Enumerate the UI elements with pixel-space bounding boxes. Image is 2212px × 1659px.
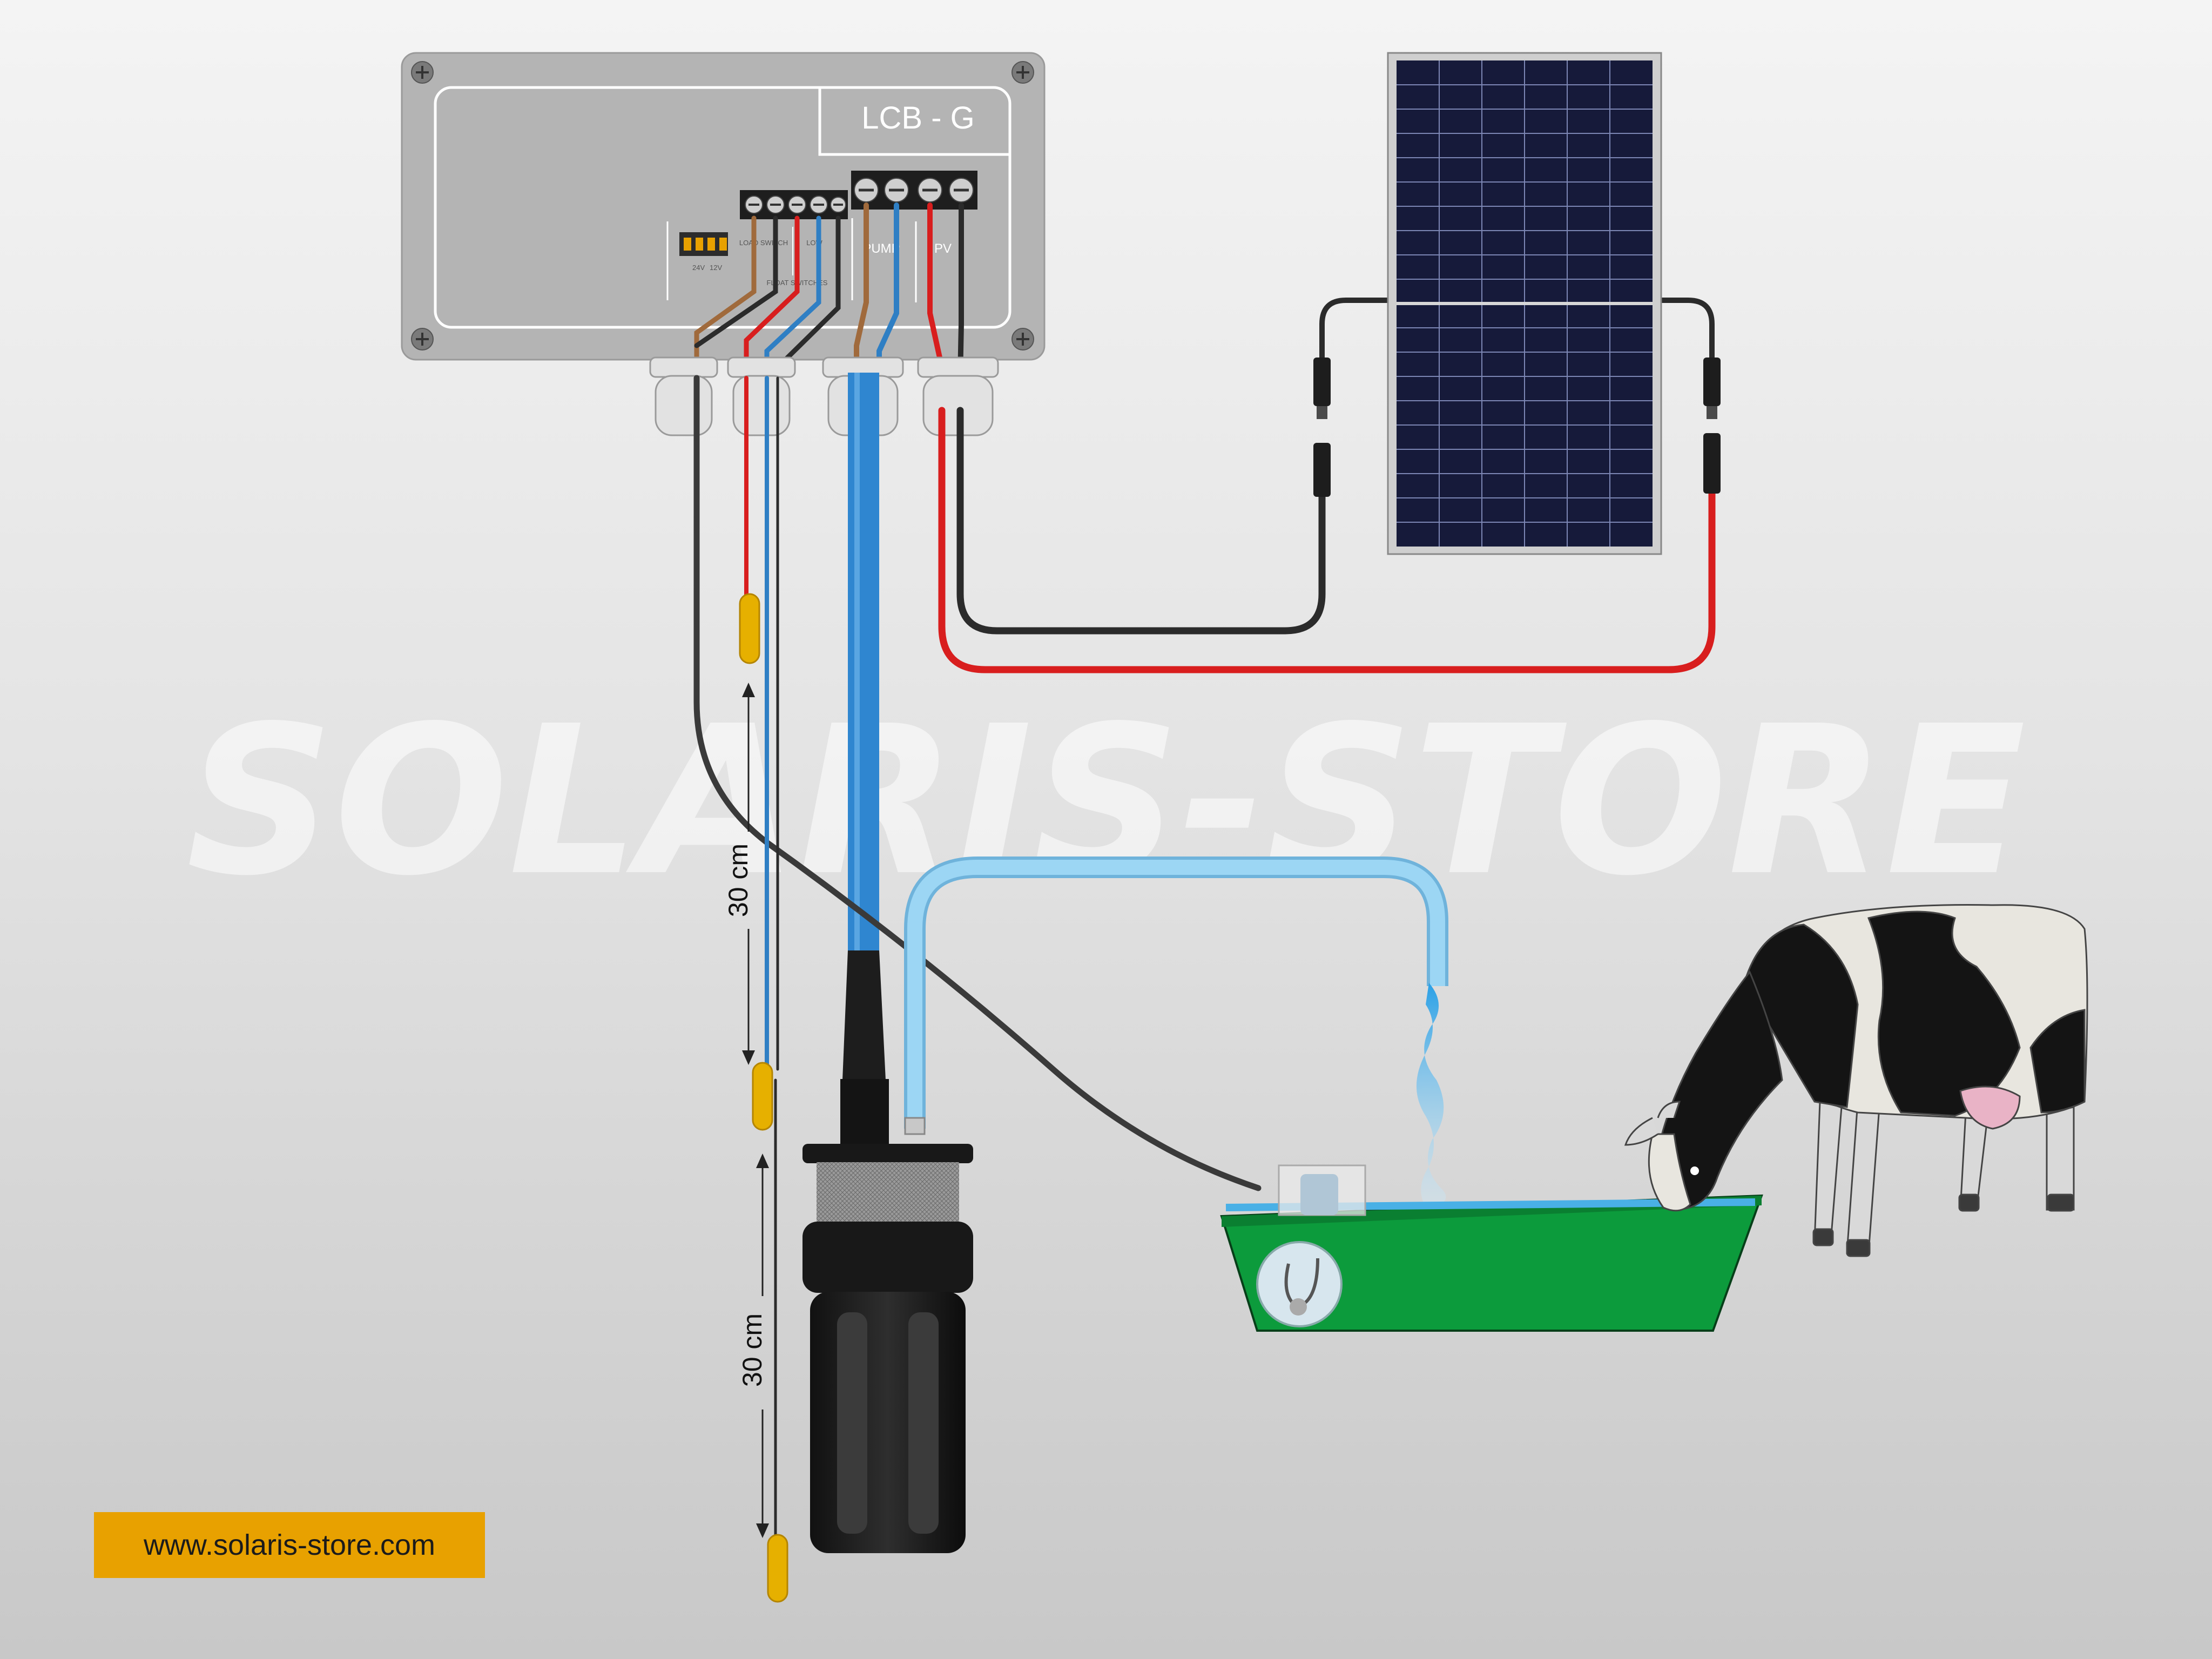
switch-label-24v: 24V [692,264,705,272]
website-badge[interactable]: www.solaris-store.com [94,1512,485,1578]
solar-panel-icon [1387,52,1662,555]
submersible-pump-icon [802,950,973,1553]
load-switch-label: LOAD SWITCH [739,239,788,247]
controller-box: LCB - G 24V 12V [401,52,1046,361]
water-stream [1416,983,1446,1208]
water-trough-icon [1220,1164,1763,1332]
dimension-lower-label: 30 cm [737,1313,767,1387]
water-outlet-pipe [904,857,1448,1135]
watermark-text: SOLARIS-STORE [186,682,2026,921]
dimension-upper-label: 30 cm [723,844,753,917]
cable-glands [649,356,999,436]
mc4-connectors [1313,358,1721,497]
cow-icon [1624,904,2088,1257]
signal-terminal-block: LOAD SWITCH LOW FLOAT SWITCHES [739,190,853,300]
pv-terminal-label: PV [934,241,952,256]
float-switch-icon [739,593,788,1603]
switch-label-12v: 12V [710,264,722,272]
voltage-dip-switch: 24V 12V [666,221,728,300]
dimension-lower: 30 cm [737,1154,769,1538]
controller-model-label: LCB - G [861,100,975,136]
dimension-upper: 30 cm [723,683,755,1065]
